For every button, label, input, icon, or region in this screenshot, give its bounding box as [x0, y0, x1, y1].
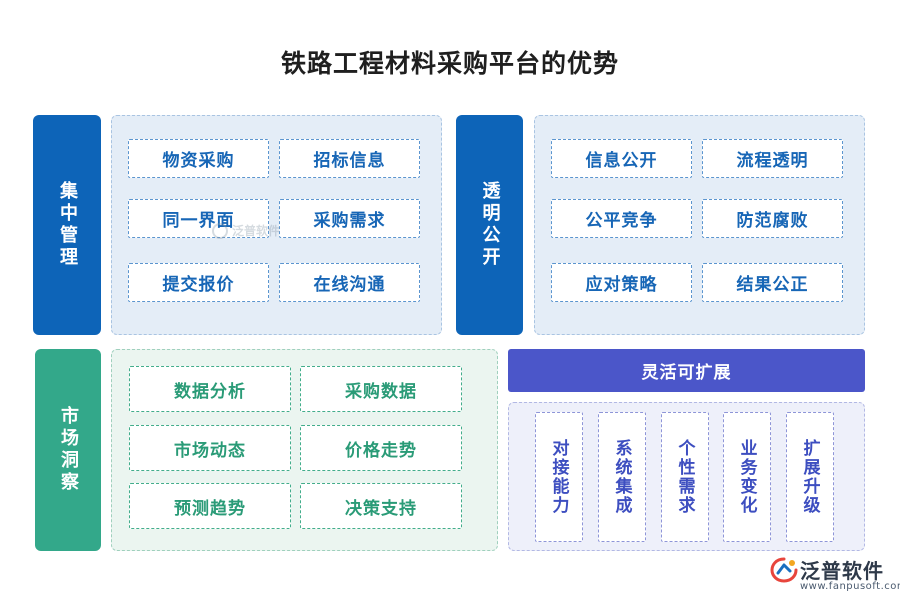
item-data-analysis: 数据分析: [129, 366, 291, 412]
item-bid-info: 招标信息: [279, 139, 420, 178]
item-decision-support: 决策支持: [300, 483, 462, 529]
section-label-flexible: 灵活可扩展: [508, 349, 865, 392]
item-fair-competition: 公平竞争: [551, 199, 692, 238]
item-integration-ability: 对接能力: [535, 412, 583, 542]
page-title: 铁路工程材料采购平台的优势: [280, 49, 619, 78]
item-fair-result: 结果公正: [702, 263, 843, 302]
item-market-dynamics: 市场动态: [129, 425, 291, 471]
item-material-purchase: 物资采购: [128, 139, 269, 178]
watermark-logo: 泛普软件: [212, 222, 280, 239]
section-label-market: 市场洞察: [35, 349, 101, 551]
watermark-text: 泛普软件: [232, 224, 281, 238]
item-response-strategy: 应对策略: [551, 263, 692, 302]
item-personal-needs: 个性需求: [661, 412, 709, 542]
fanpu-logo-icon: [770, 557, 798, 583]
item-info-open: 信息公开: [551, 139, 692, 178]
item-system-integration: 系统集成: [598, 412, 646, 542]
item-extend-upgrade: 扩展升级: [786, 412, 834, 542]
brand-url: www.fanpusoft.com: [800, 581, 900, 592]
section-label-transparent: 透明公开: [456, 115, 523, 335]
section-label-centralized: 集中管理: [33, 115, 101, 335]
item-online-communication: 在线沟通: [279, 263, 420, 302]
item-prevent-corruption: 防范腐败: [702, 199, 843, 238]
brand-name: 泛普软件: [800, 559, 884, 583]
item-purchase-demand: 采购需求: [279, 199, 420, 238]
brand-logo: 泛普软件 www.fanpusoft.com: [770, 555, 900, 595]
item-business-change: 业务变化: [723, 412, 771, 542]
item-price-trend: 价格走势: [300, 425, 462, 471]
item-purchase-data: 采购数据: [300, 366, 462, 412]
item-submit-quote: 提交报价: [128, 263, 269, 302]
watermark-icon: [212, 222, 228, 239]
item-predict-trend: 预测趋势: [129, 483, 291, 529]
item-process-transparent: 流程透明: [702, 139, 843, 178]
